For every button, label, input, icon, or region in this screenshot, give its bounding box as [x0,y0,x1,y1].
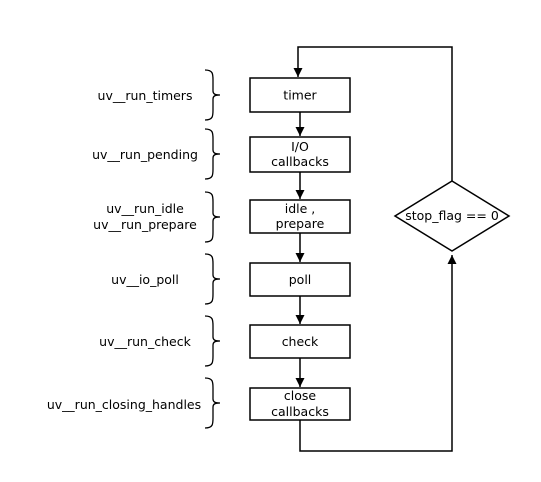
stage-label-line: timer [283,88,317,103]
stage-io-callbacks: I/O callbacks [249,136,351,173]
brace [204,191,221,243]
stage-box [249,77,351,113]
brace [204,69,221,121]
stage-functions-io-callbacks: uv__run_pending [92,128,221,180]
function-label: uv__run_closing_handles [47,397,201,412]
stage-functions-close-callbacks: uv__run_closing_handles [47,377,221,429]
stage-label-line: close [284,388,317,403]
stage-label-line: callbacks [271,404,329,419]
stage-functions-timer: uv__run_timers [98,69,221,121]
stage-functions-poll: uv__io_poll [111,253,221,305]
decision-stop-flag: stop_flag == 0 [393,180,511,252]
stage-box [249,199,351,234]
stage-check: check [249,324,351,359]
stage-timer: timer [249,77,351,113]
brace [204,315,221,367]
stage-functions-check: uv__run_check [99,315,221,367]
stage-label-line: poll [289,272,312,287]
stage-box [249,387,351,421]
decision-diamond [393,180,511,252]
stage-label-line: callbacks [271,154,329,169]
stage-idle-prepare: idle , prepare [249,199,351,234]
decision-label: stop_flag == 0 [405,208,499,223]
function-label: uv__run_prepare [93,217,197,232]
stage-poll: poll [249,262,351,297]
function-label: uv__run_check [99,334,191,349]
stage-functions-idle-prepare: uv__run_idle uv__run_prepare [93,191,221,243]
stage-box [249,324,351,359]
stage-label-line: idle , [285,201,316,216]
stage-label-line: check [282,334,319,349]
brace [204,377,221,429]
brace [204,253,221,305]
loop-edge-to-timer [293,46,453,181]
stage-label-line: prepare [276,216,325,231]
brace [204,128,221,180]
stage-close-callbacks: close callbacks [249,387,351,421]
loop-edge-to-decision [299,255,457,452]
function-label: uv__run_timers [98,88,193,103]
function-label: uv__io_poll [111,272,179,287]
stage-box [249,136,351,173]
stage-box [249,262,351,297]
stage-label-line: I/O [291,139,309,154]
function-label: uv__run_idle [106,201,184,216]
function-label: uv__run_pending [92,147,198,162]
